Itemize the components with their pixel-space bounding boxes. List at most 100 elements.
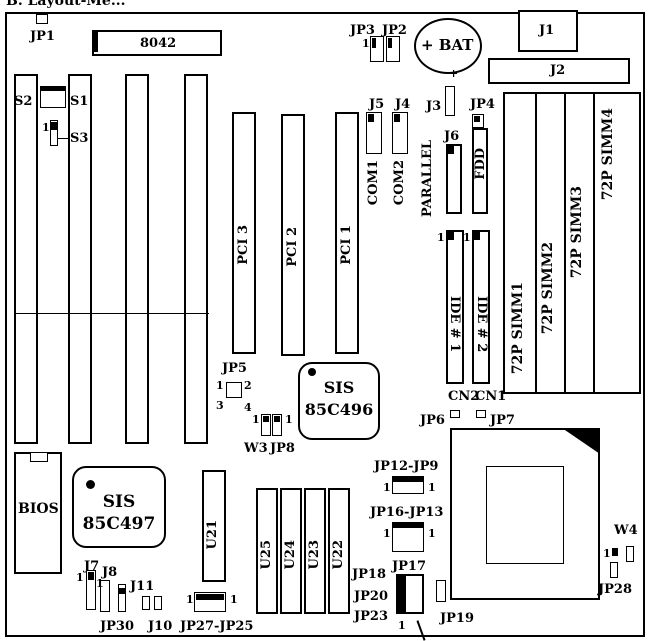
u22-chip (328, 488, 350, 614)
j7-pin (88, 572, 94, 580)
sis-85c497-chip (72, 466, 166, 548)
sis-85c497-model: 85C497 (82, 514, 156, 534)
s1-label: S1 (70, 94, 89, 109)
com1-header (366, 112, 382, 154)
simm4-label: 72P SIMM4 (600, 108, 616, 201)
j7-header (86, 570, 96, 610)
u24-chip (280, 488, 302, 614)
pci-slot-1 (335, 112, 359, 354)
isa-divider-line (14, 313, 209, 314)
simm-divider-1 (535, 92, 537, 394)
jp20-label: JP20 (354, 589, 389, 604)
j1-connector (518, 10, 578, 52)
jp19-label: JP19 (440, 611, 475, 626)
ide1-header (446, 230, 464, 384)
j10-header (154, 596, 162, 610)
simm3-label: 72P SIMM3 (569, 186, 585, 279)
jp27-jp25-pins (196, 594, 224, 600)
j6-label: J6 (444, 129, 460, 144)
w3-label: W3 (244, 441, 268, 456)
ide2-pin (474, 232, 480, 240)
chip-8042-label: 8042 (140, 36, 177, 51)
j2-label: J2 (550, 63, 566, 78)
cpu-socket-inner (486, 466, 564, 564)
isa-slot-1 (14, 74, 38, 444)
sis-85c496-name: SIS (323, 378, 355, 397)
jp23-label: JP23 (354, 609, 389, 624)
jp3-pin1-label: 1 (362, 37, 370, 50)
jp12-jp9-label: JP12-JP9 (374, 459, 439, 474)
u23-label: U23 (307, 540, 322, 570)
parallel-header (446, 144, 462, 214)
u25-label: U25 (259, 540, 274, 570)
jp18-label: JP18 (352, 567, 387, 582)
jp17-pins (396, 576, 406, 614)
jp2-pin (388, 38, 392, 48)
jp12-jp9-pin1-left: 1 (383, 481, 391, 494)
com2-pin (394, 114, 400, 122)
j2-connector (488, 58, 630, 84)
pci-slot-2 (281, 114, 305, 356)
simm1-label: 72P SIMM1 (510, 282, 526, 375)
simm-divider-3 (593, 92, 595, 394)
w4-pin (612, 548, 618, 556)
j3-label: J3 (426, 99, 442, 114)
j11-header (118, 584, 126, 612)
jp16-jp13-pin1-left: 1 (383, 527, 391, 540)
j7-pin1-label: 1 (76, 571, 84, 584)
ide1-label: IDE # 1 (447, 296, 462, 353)
isa-slot-4 (184, 74, 208, 444)
s1-s2-pins (40, 86, 66, 91)
jp5-jumper (226, 382, 242, 398)
sis-85c496-model: 85C496 (304, 400, 374, 419)
jp17-label: JP17 (392, 559, 427, 574)
s3-switch (50, 120, 58, 146)
j8-label: J8 (102, 565, 118, 580)
isa-slot-2 (68, 74, 92, 444)
bios-label: BIOS (18, 501, 59, 517)
top-label: B. Layout-Me... (6, 0, 126, 9)
jp27-pin1-right: 1 (230, 593, 238, 606)
ide2-pin1-label: 1 (463, 231, 471, 244)
jp5-pin4: 4 (244, 401, 252, 414)
jp3-label: JP3 (350, 23, 375, 38)
w4-label: W4 (614, 523, 638, 538)
jp27-jp25-label: JP27-JP25 (180, 619, 254, 634)
jp28-label: JP28 (598, 582, 633, 597)
jp8-label: JP8 (270, 441, 295, 456)
jp27-pin1-left: 1 (186, 593, 194, 606)
com1-label: COM1 (366, 160, 381, 206)
simm-divider-2 (564, 92, 566, 394)
jp12-jp9-pins (392, 476, 424, 482)
j5-label: J5 (369, 97, 385, 112)
sis-85c497-dot (86, 480, 95, 489)
com2-label: COM2 (392, 160, 407, 206)
w4-jumper (626, 546, 634, 562)
sis-85c497-name: SIS (102, 492, 136, 512)
jp8-pin1-label: 1 (285, 413, 293, 426)
jp4-pin (474, 116, 480, 122)
jp5-pin3: 3 (216, 399, 224, 412)
jp28-jumper (610, 562, 618, 578)
sis-85c496-chip (298, 362, 380, 440)
jp12-jp9-pin1-right: 1 (428, 481, 436, 494)
parallel-pin (448, 146, 454, 154)
s3-pin1-label: 1 (42, 121, 50, 134)
jp19-jumper (436, 580, 446, 602)
ide1-pin1-label: 1 (437, 231, 445, 244)
jp1-label: JP1 (30, 29, 55, 44)
sis-85c496-dot (308, 368, 316, 376)
ide1-pin (448, 232, 454, 240)
jp16-jp13-pin1-right: 1 (428, 527, 436, 540)
s3-leader (58, 138, 70, 139)
j11-b-header (142, 596, 150, 610)
pci1-label: PCI 1 (339, 225, 354, 265)
bios-notch (30, 452, 48, 462)
u22-label: U22 (331, 540, 346, 570)
jp5-label: JP5 (222, 361, 247, 376)
pci2-label: PCI 2 (285, 227, 300, 267)
s3-pin (50, 122, 58, 130)
simm-bank (503, 92, 641, 394)
w3-jumper (261, 414, 271, 436)
